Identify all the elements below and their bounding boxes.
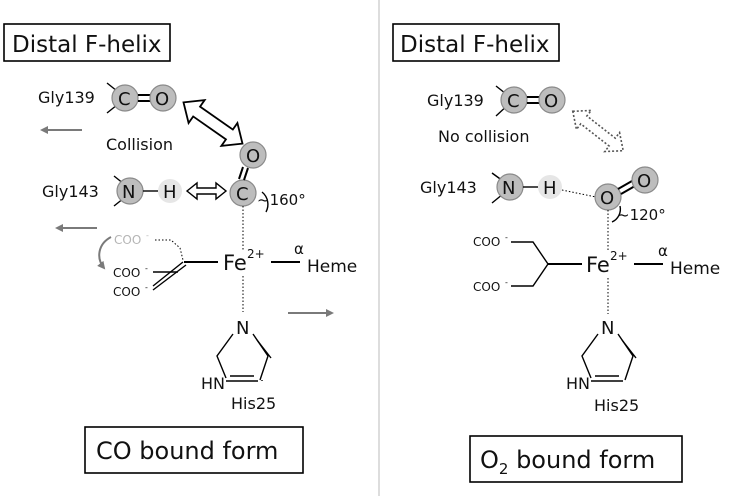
left-gly143-label: Gly143 (42, 182, 99, 201)
o2-bound-panel: Distal F-helix Gly139 C O No collision G… (392, 23, 720, 483)
left-coo-2: COO (113, 285, 140, 299)
left-angle: ~160° (257, 191, 306, 209)
right-gly139-c-atom (500, 86, 528, 114)
right-caption: O2 bound form (480, 446, 655, 478)
right-coo-2: COO (473, 280, 500, 294)
right-gly139-label: Gly139 (427, 91, 484, 110)
left-angle-arc (261, 191, 269, 213)
left-imid-left (216, 333, 234, 379)
h-bond-dotted (561, 189, 597, 198)
left-header: Distal F-helix (12, 32, 162, 58)
right-h-atom (538, 175, 562, 199)
collision-label: Collision (106, 135, 173, 154)
left-ghost-chain (155, 239, 184, 261)
right-gly139-o-atom (538, 86, 566, 114)
left-coo2-bond-a (152, 261, 184, 287)
no-collision-arrow (571, 109, 625, 153)
left-h-atom (158, 179, 182, 203)
left-rotation-arrow (97, 236, 112, 270)
right-coo-1: COO (473, 235, 500, 249)
left-gly143-h: H (163, 182, 177, 203)
o2-double-1 (617, 180, 633, 190)
right-gly143-n: N (502, 178, 515, 199)
left-heme: Heme (307, 257, 357, 277)
o2-double-2 (620, 185, 636, 195)
left-gly139-c-atom (111, 84, 139, 112)
left-imid-double (256, 339, 272, 359)
o2-proximal-o: O (600, 188, 614, 209)
left-gly139-o: O (155, 89, 169, 110)
co-o-atom (239, 141, 267, 169)
left-imid-right (252, 333, 269, 381)
right-gly139-c: C (507, 91, 520, 112)
left-gly139-c: C (118, 89, 131, 110)
right-imid-right (617, 333, 634, 381)
left-his25: His25 (231, 394, 276, 413)
co-o: O (246, 146, 260, 167)
right-header: Distal F-helix (400, 32, 550, 58)
left-coo-ghost-minus: - (146, 231, 149, 240)
right-caption-rest: bound form (508, 446, 655, 474)
left-fe: Fe (223, 251, 247, 275)
right-coo-2-minus: - (505, 278, 508, 287)
left-gly143-n: N (122, 182, 135, 203)
no-collision-label: No collision (438, 127, 529, 146)
h-co-repulsion-arrow (185, 181, 228, 201)
co-triple-1 (243, 167, 249, 181)
co-c: C (236, 184, 249, 205)
left-coo2-bond-b (152, 264, 187, 291)
left-coo-1-minus: - (145, 264, 148, 273)
right-angle: ~120° (617, 206, 666, 224)
left-imid-n: N (236, 318, 249, 339)
right-caption-o: O (480, 446, 499, 474)
left-alpha: α (294, 240, 304, 258)
left-coo-1: COO (113, 266, 140, 280)
left-fe-charge: 2+ (247, 247, 265, 261)
co-triple-2 (238, 166, 244, 180)
right-imid-double (621, 339, 637, 359)
right-coo-1-minus: - (505, 233, 508, 242)
right-gly143-h: H (543, 178, 557, 199)
right-imid-left (581, 333, 599, 379)
o2-distal-o: O (637, 171, 651, 192)
right-fe: Fe (586, 253, 610, 277)
left-gly139-label: Gly139 (38, 88, 95, 107)
right-gly139-o: O (544, 91, 558, 112)
right-imid-hn: HN (566, 374, 590, 393)
left-coo-2-minus: - (145, 283, 148, 292)
right-caption-box (469, 435, 683, 483)
right-heme: Heme (670, 259, 720, 279)
right-propionate-chain (511, 241, 549, 287)
right-header-box (392, 23, 560, 62)
right-gly143-label: Gly143 (420, 178, 477, 197)
right-angle-arc (611, 205, 622, 223)
right-caption-sub: 2 (499, 460, 509, 478)
left-coo-ghost: COO (114, 233, 141, 247)
left-header-box (3, 23, 171, 62)
left-caption-box (84, 426, 304, 474)
o2-distal-o-atom (631, 166, 659, 194)
right-fe-charge: 2+ (610, 249, 628, 263)
left-imid-hn: HN (201, 374, 225, 393)
co-bound-panel: Distal F-helix Gly139 C O Collision Gly1… (3, 23, 357, 474)
left-caption: CO bound form (96, 437, 278, 465)
right-his25: His25 (594, 396, 639, 415)
right-imid-n: N (601, 318, 614, 339)
left-gly139-o-atom (149, 84, 177, 112)
collision-arrow (182, 98, 244, 148)
right-alpha: α (658, 242, 668, 260)
